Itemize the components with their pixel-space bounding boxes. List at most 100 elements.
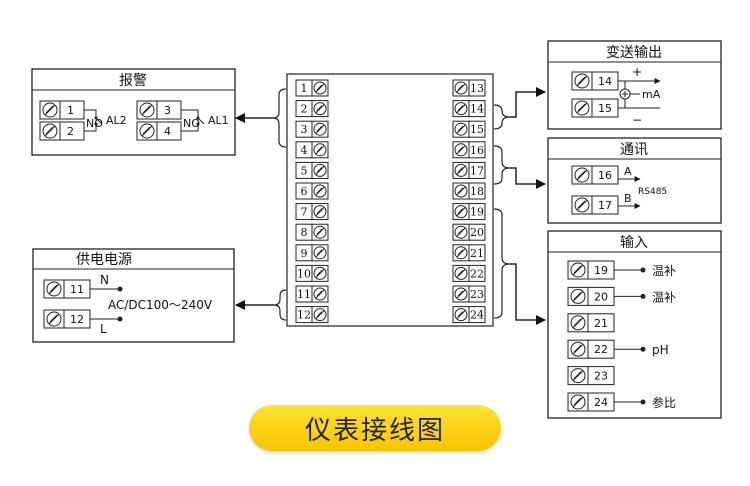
output-box: 变送输出 14 15 + − mA bbox=[547, 40, 722, 130]
block-terminal-12-label: 12 bbox=[297, 309, 311, 322]
screw-icon bbox=[570, 368, 586, 384]
terminal-14: 14 bbox=[571, 71, 619, 91]
screw-icon bbox=[454, 81, 468, 95]
block-terminal-22-label: 22 bbox=[470, 267, 484, 280]
alarm-contact-al1: NO AL1 bbox=[181, 109, 229, 132]
rs485-a-label: A bbox=[624, 165, 632, 178]
terminal-16: 16 bbox=[571, 165, 619, 185]
terminal-4-label: 4 bbox=[164, 125, 171, 138]
block-terminal-23: 23 bbox=[452, 285, 486, 303]
terminal-3-label: 3 bbox=[164, 104, 171, 117]
block-terminal-7-label: 7 bbox=[301, 206, 308, 219]
block-terminal-9-label: 9 bbox=[301, 247, 308, 260]
no-label: NO bbox=[183, 117, 200, 130]
output-connector bbox=[493, 87, 546, 130]
terminal-16-label: 16 bbox=[598, 169, 612, 182]
block-terminal-22: 22 bbox=[452, 264, 486, 282]
neutral-label: N bbox=[100, 273, 109, 287]
output-title: 变送输出 bbox=[606, 45, 662, 61]
block-terminal-5-label: 5 bbox=[301, 164, 308, 177]
power-title: 供电电源 bbox=[76, 252, 132, 268]
block-terminal-5: 5 bbox=[295, 161, 329, 179]
input-terminal-number: 22 bbox=[594, 343, 608, 356]
rs485-label: RS485 bbox=[638, 187, 667, 197]
block-terminal-21-label: 21 bbox=[470, 247, 484, 260]
block-terminal-1-label: 1 bbox=[301, 82, 308, 95]
block-terminal-18: 18 bbox=[452, 182, 486, 200]
block-terminal-20: 20 bbox=[452, 223, 486, 241]
diagram-caption: 仪表接线图 bbox=[249, 405, 501, 451]
plus-sign: + bbox=[632, 65, 642, 79]
input-terminal-number: 19 bbox=[594, 264, 608, 277]
block-terminal-7: 7 bbox=[295, 203, 329, 221]
terminal-4: 4 bbox=[136, 121, 182, 141]
block-terminal-15: 15 bbox=[452, 120, 486, 138]
block-terminal-19-label: 19 bbox=[470, 206, 484, 219]
screw-icon bbox=[570, 288, 586, 304]
terminal-1-label: 1 bbox=[67, 104, 74, 117]
input-terminal-21: 21 bbox=[567, 313, 615, 333]
screw-icon bbox=[313, 184, 327, 198]
rs485-b-label: B bbox=[624, 192, 632, 205]
screw-icon bbox=[313, 143, 327, 157]
block-terminal-10-label: 10 bbox=[297, 267, 311, 280]
block-terminal-18-label: 18 bbox=[470, 185, 484, 198]
no-label: NO bbox=[86, 117, 103, 130]
screw-icon bbox=[454, 205, 468, 219]
current-source-symbol bbox=[618, 78, 661, 109]
block-terminal-8: 8 bbox=[295, 223, 329, 241]
terminal-2-label: 2 bbox=[67, 125, 74, 138]
block-terminal-3-label: 3 bbox=[301, 123, 308, 136]
block-terminal-20-label: 20 bbox=[470, 226, 484, 239]
block-terminal-8-label: 8 bbox=[301, 226, 308, 239]
comm-title: 通讯 bbox=[620, 142, 648, 158]
alarm-title: 报警 bbox=[119, 73, 147, 89]
voltage-label: AC/DC100～240V bbox=[108, 298, 213, 312]
block-terminal-9: 9 bbox=[295, 244, 329, 262]
power-box: 供电电源 11 12 N L AC/DC100～240V bbox=[32, 248, 235, 343]
terminal-12-label: 12 bbox=[70, 313, 84, 326]
input-title: 输入 bbox=[620, 235, 648, 251]
alarm-contact-al2: NO AL2 bbox=[84, 109, 127, 132]
screw-icon bbox=[454, 184, 468, 198]
input-terminal-function: 温补 bbox=[652, 264, 676, 278]
block-terminal-1: 1 bbox=[295, 79, 329, 97]
block-terminal-24: 24 bbox=[452, 306, 486, 324]
block-terminal-14-label: 14 bbox=[470, 103, 484, 116]
al1-label: AL1 bbox=[208, 114, 229, 127]
block-terminal-16: 16 bbox=[452, 141, 486, 159]
block-terminal-11-label: 11 bbox=[297, 288, 311, 301]
input-terminal-number: 24 bbox=[594, 396, 608, 409]
screw-icon bbox=[313, 225, 327, 239]
block-terminal-24-label: 24 bbox=[470, 309, 484, 322]
screw-icon bbox=[313, 287, 327, 301]
comm-connector bbox=[493, 145, 546, 189]
block-terminal-6: 6 bbox=[295, 182, 329, 200]
minus-sign: − bbox=[632, 113, 642, 127]
block-terminal-6-label: 6 bbox=[301, 185, 308, 198]
terminal-1: 1 bbox=[39, 100, 85, 120]
screw-icon bbox=[454, 308, 468, 322]
terminal-2: 2 bbox=[39, 121, 85, 141]
screw-icon bbox=[313, 246, 327, 260]
block-terminal-16-label: 16 bbox=[470, 144, 484, 157]
block-terminal-13-label: 13 bbox=[470, 82, 484, 95]
block-terminal-2-label: 2 bbox=[301, 103, 308, 116]
power-connector bbox=[235, 289, 287, 321]
screw-icon bbox=[313, 308, 327, 322]
block-terminal-14: 14 bbox=[452, 100, 486, 118]
screw-icon bbox=[454, 102, 468, 116]
terminal-11-label: 11 bbox=[70, 283, 84, 296]
screw-icon bbox=[313, 81, 327, 95]
block-terminal-4: 4 bbox=[295, 141, 329, 159]
screw-icon bbox=[313, 266, 327, 280]
screw-icon bbox=[454, 225, 468, 239]
input-terminal-number: 23 bbox=[594, 370, 608, 383]
screw-icon bbox=[454, 266, 468, 280]
